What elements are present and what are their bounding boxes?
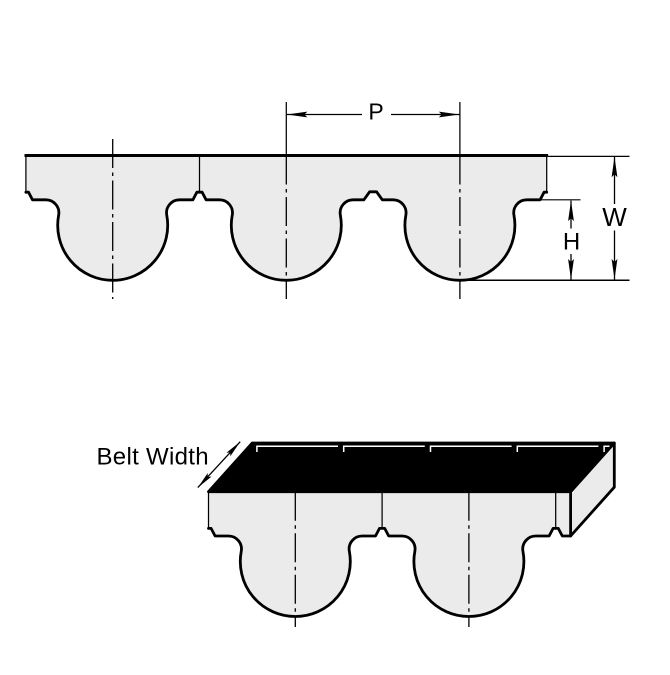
- svg-text:P: P: [368, 99, 383, 125]
- svg-text:Belt Width: Belt Width: [97, 444, 209, 471]
- svg-text:W: W: [602, 202, 627, 232]
- svg-text:H: H: [563, 229, 580, 256]
